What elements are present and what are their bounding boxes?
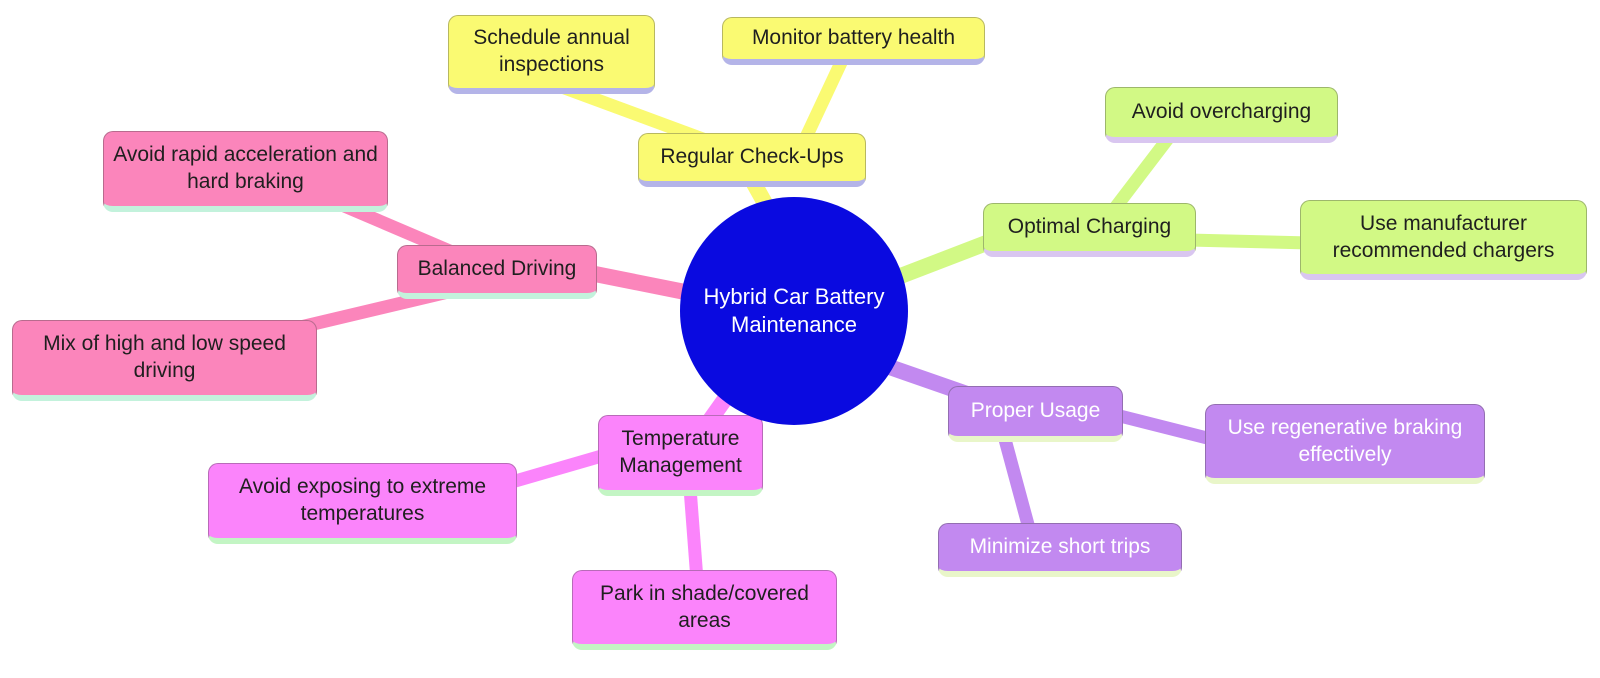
node-regular-check-ups: Regular Check-Ups (638, 133, 866, 187)
root-label: Hybrid Car Battery Maintenance (703, 283, 885, 337)
edge-proper-usage-regenerative (1110, 407, 1217, 447)
node-label: Avoid overcharging (1131, 100, 1312, 124)
node-label: Park in shade/covered areas (600, 581, 809, 632)
node-label: Use regenerative braking effectively (1227, 415, 1463, 466)
node-optimal-charging: Optimal Charging (983, 203, 1196, 257)
edge-optimal-charging-chargers (1187, 233, 1311, 250)
edge-temperature-management-exposing (496, 446, 614, 493)
edge-temperature-management-park (683, 487, 704, 581)
node-park-in-shade-covered-areas: Park in shade/covered areas (572, 570, 837, 650)
node-proper-usage: Proper Usage (948, 386, 1123, 442)
node-root-hybrid-car-battery-maintenance: Hybrid Car Battery Maintenance (680, 197, 908, 425)
node-avoid-exposing-to-extreme-temperatures: Avoid exposing to extreme temperatures (208, 463, 517, 544)
node-label: Avoid exposing to extreme temperatures (238, 475, 487, 525)
node-label: Mix of high and low speed driving (43, 332, 286, 382)
node-avoid-overcharging: Avoid overcharging (1105, 87, 1338, 143)
node-label: Minimize short trips (969, 535, 1151, 559)
node-balanced-driving: Balanced Driving (397, 245, 597, 299)
node-schedule-annual-inspections: Schedule annual inspections (448, 15, 655, 94)
node-label: Regular Check-Ups (660, 145, 844, 169)
node-minimize-short-trips: Minimize short trips (938, 523, 1182, 577)
node-temperature-management: Temperature Management (598, 415, 763, 496)
edge-proper-usage-short-trips (996, 430, 1037, 534)
node-label: Balanced Driving (417, 257, 577, 281)
edge-balanced-driving-acceleration (339, 199, 455, 258)
node-label: Monitor battery health (751, 26, 956, 50)
node-label: Avoid rapid acceleration and hard brakin… (113, 143, 378, 193)
node-label: Schedule annual inspections (473, 26, 630, 76)
node-mix-of-high-and-low-speed-driving: Mix of high and low speed driving (12, 320, 317, 401)
node-avoid-rapid-acceleration-and-hard-braking: Avoid rapid acceleration and hard brakin… (103, 131, 388, 212)
node-label: Optimal Charging (1007, 215, 1172, 239)
node-use-manufacturer-recommended-chargers: Use manufacturer recommended chargers (1300, 200, 1587, 280)
node-use-regenerative-braking-effectively: Use regenerative braking effectively (1205, 404, 1485, 484)
node-label: Temperature Management (619, 427, 742, 477)
node-label: Use manufacturer recommended chargers (1332, 211, 1555, 262)
node-monitor-battery-health: Monitor battery health (722, 17, 985, 65)
node-label: Proper Usage (970, 399, 1101, 423)
